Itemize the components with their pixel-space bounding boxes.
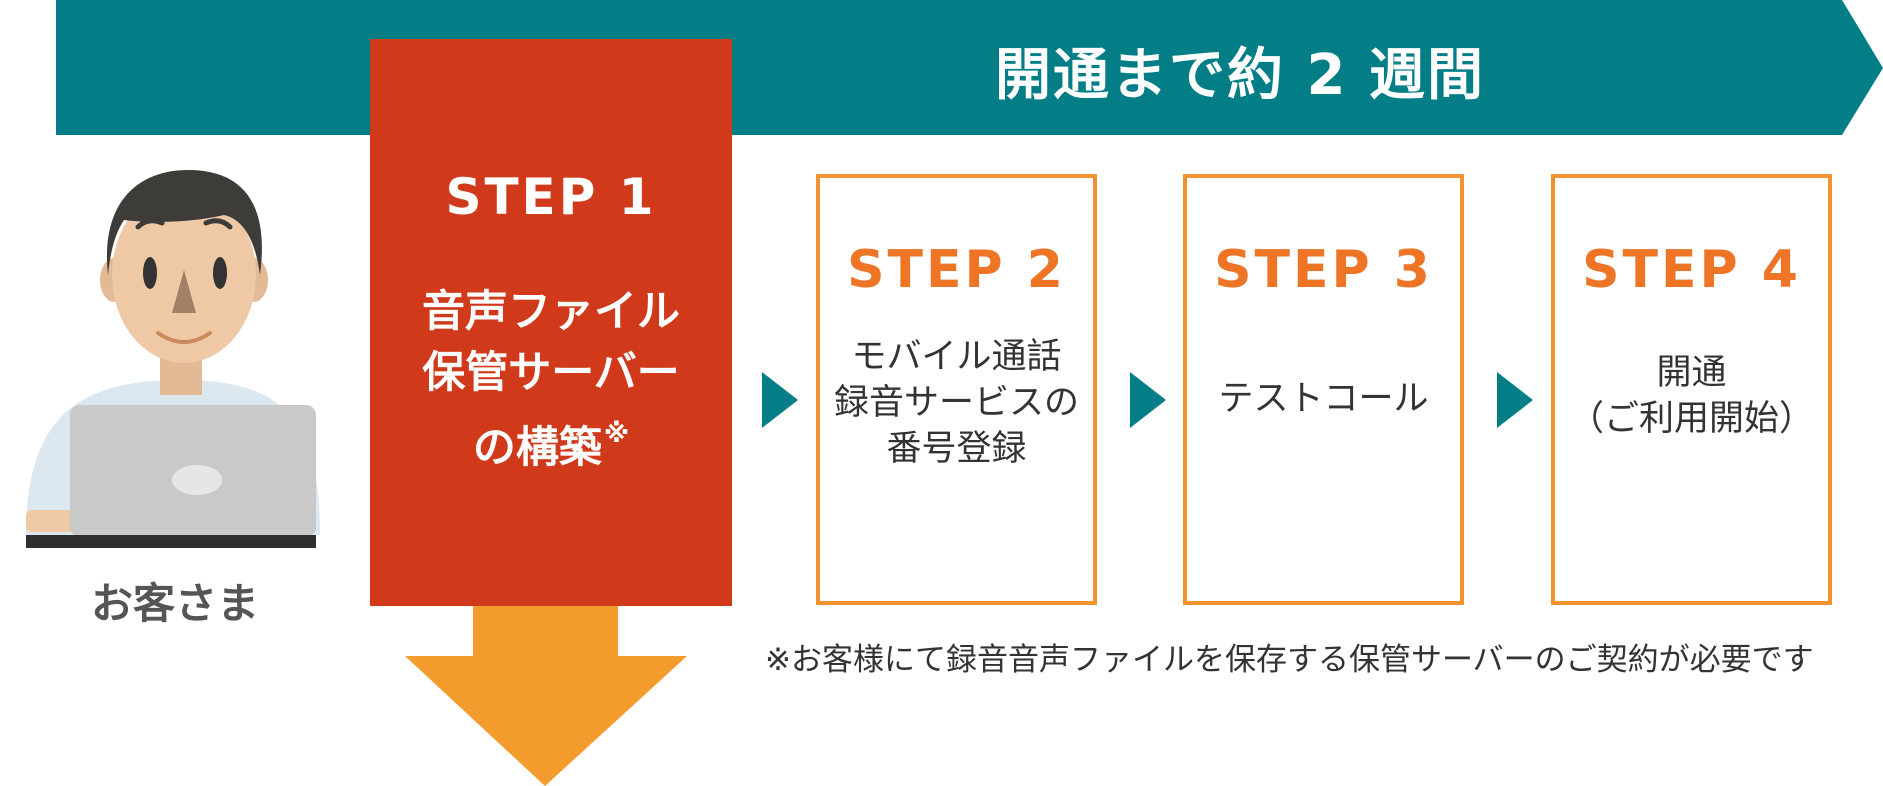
step-4-box: STEP 4 開通 （ご利用開始）	[1551, 174, 1832, 605]
step-4-line-1: 開通	[1656, 353, 1727, 393]
step-3-box: STEP 3 テストコール	[1183, 174, 1464, 605]
down-arrow-icon	[405, 606, 687, 786]
step-1-box	[370, 39, 732, 606]
step-1-description: 音声ファイル 保管サーバー の構築※	[370, 282, 732, 479]
step-2-title: STEP 2	[847, 240, 1066, 300]
arrow-right-icon	[762, 372, 798, 428]
laptop-icon	[26, 405, 316, 548]
step-1-line-1: 音声ファイル	[422, 287, 680, 337]
step-4-description: 開通 （ご利用開始）	[1555, 350, 1828, 442]
step-3-title: STEP 3	[1214, 240, 1433, 300]
step-2-line-3: 番号登録	[886, 429, 1027, 469]
step-4-title: STEP 4	[1582, 240, 1801, 300]
arrow-right-icon	[1130, 372, 1166, 428]
customer-illustration	[26, 170, 320, 548]
step-3-line-1: テストコール	[1218, 379, 1429, 419]
arrow-right-icon	[1497, 372, 1533, 428]
step-4-line-2: （ご利用開始）	[1568, 399, 1814, 439]
step-1-line-3: の構築※	[370, 404, 732, 479]
step-1-line-3-text: の構築	[472, 423, 602, 473]
step-2-description: モバイル通話 録音サービスの 番号登録	[820, 334, 1093, 472]
step-1-line-2: 保管サーバー	[422, 348, 680, 398]
banner-title: 開通まで約 2 週間	[995, 42, 1485, 108]
step-1-title: STEP 1	[445, 168, 657, 226]
step-1-note-mark: ※	[603, 419, 630, 449]
customer-label: お客さま	[90, 579, 259, 628]
step-2-box: STEP 2 モバイル通話 録音サービスの 番号登録	[816, 174, 1097, 605]
step-3-description: テストコール	[1187, 376, 1460, 422]
footnote: ※お客様にて録音音声ファイルを保存する保管サーバーのご契約が必要です	[765, 642, 1814, 678]
step-2-line-2: 録音サービスの	[833, 383, 1079, 423]
step-2-line-1: モバイル通話	[851, 337, 1062, 377]
